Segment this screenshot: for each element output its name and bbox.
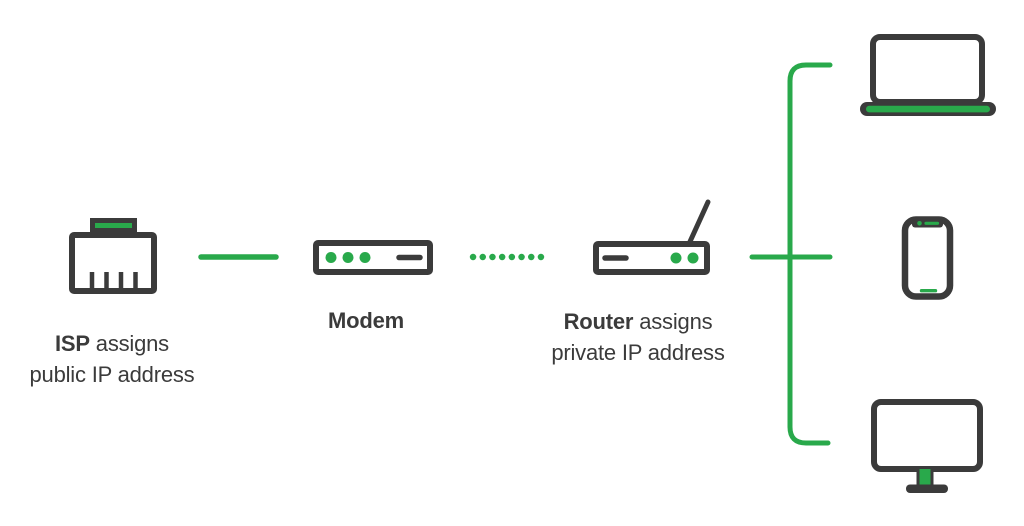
monitor-neck [919,469,931,487]
branch-bracket [787,62,833,446]
modem-icon [313,240,433,275]
laptop-screen [870,34,985,105]
isp-label-bold: ISP [55,331,90,356]
jack-body [69,232,157,294]
router-label: Router assigns private IP address [538,306,738,368]
router-label-rest: assigns [633,309,713,334]
router-body [593,241,710,275]
phone-camera-dot [917,221,922,226]
modem-label: Modem [327,308,404,333]
monitor-base [906,484,948,493]
connector-router-devices [749,62,833,446]
router-leds [670,252,699,264]
desktop-monitor-icon [871,399,983,493]
jack-tab [90,218,137,233]
wireless-router-icon [593,199,711,275]
router-label-line2: private IP address [551,340,725,365]
laptop-icon [860,34,996,116]
modem-leds [325,252,371,263]
router-label-bold: Router [563,309,634,334]
modem-body [313,240,433,275]
isp-label-line2: public IP address [29,362,195,387]
laptop-base-stripe [866,105,990,113]
smartphone-icon [901,216,954,300]
router-antenna [685,199,711,249]
isp-label-line1: ISP assigns [12,328,212,359]
isp-label: ISP assigns public IP address [12,328,212,390]
jack-pins [89,272,138,288]
monitor-screen [871,399,983,472]
ethernet-jack-icon [69,218,157,294]
phone-body [901,216,954,300]
router-label-line1: Router assigns [538,306,738,337]
isp-label-rest: assigns [89,331,169,356]
